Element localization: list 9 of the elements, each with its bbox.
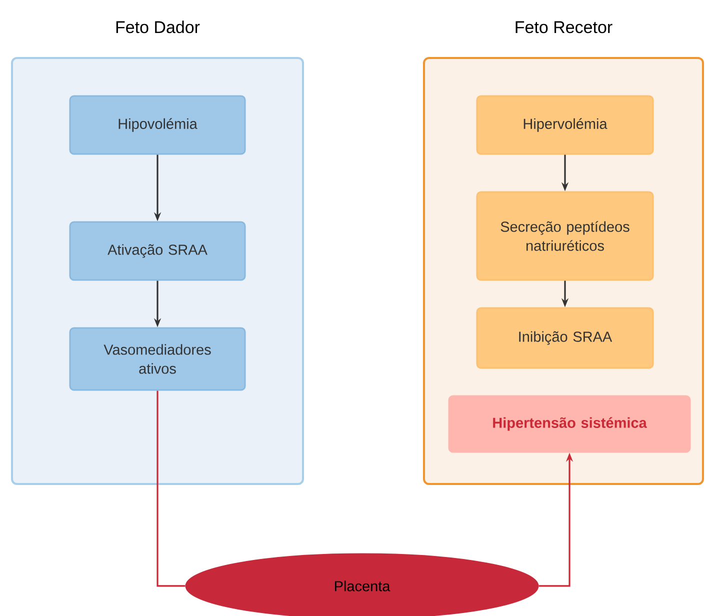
group-heading: Feto Dador — [116, 20, 200, 34]
process-box: Hipovolémia — [69, 95, 246, 155]
alert-box: Hipertensão sistémica — [448, 395, 691, 453]
process-box: Secreção peptídeos natriuréticos — [476, 191, 654, 281]
process-box: Hipervolémia — [476, 95, 654, 155]
process-box: Ativação SRAA — [69, 221, 246, 281]
process-box: Vasomediadores ativos — [69, 327, 246, 391]
group-heading: Feto Recetor — [516, 21, 612, 34]
process-box: Inibição SRAA — [476, 307, 654, 369]
